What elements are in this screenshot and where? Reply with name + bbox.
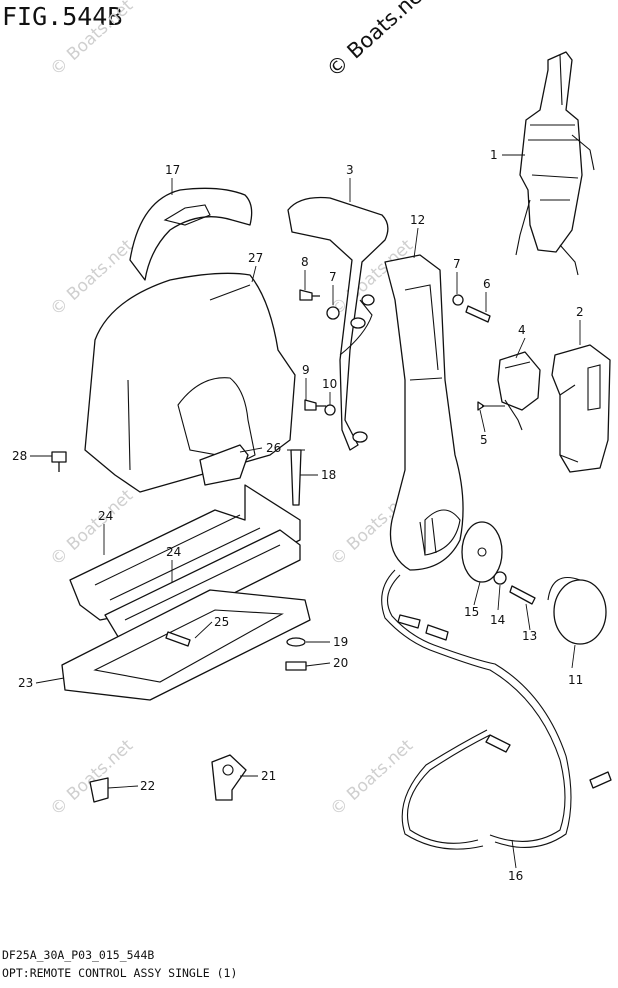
callout-7b: 7 bbox=[329, 270, 337, 284]
part-base-frame-a[interactable] bbox=[69, 484, 301, 621]
part-nut-20[interactable] bbox=[285, 661, 307, 671]
callout-19: 19 bbox=[333, 635, 348, 649]
part-remote-control-box[interactable] bbox=[515, 51, 595, 276]
callout-2: 2 bbox=[576, 305, 584, 319]
callout-24a: 24 bbox=[98, 509, 113, 523]
callout-27: 27 bbox=[248, 251, 263, 265]
footer-code: DF25A_30A_P03_015_544B bbox=[2, 948, 155, 962]
callout-5: 5 bbox=[480, 433, 488, 447]
callout-7a: 7 bbox=[453, 257, 461, 271]
part-screw-6[interactable] bbox=[465, 305, 491, 323]
part-top-cover[interactable] bbox=[129, 187, 253, 281]
callout-16: 16 bbox=[508, 869, 523, 883]
callout-21: 21 bbox=[261, 769, 276, 783]
callout-25: 25 bbox=[214, 615, 229, 629]
part-screw-5[interactable] bbox=[477, 401, 505, 411]
part-switch[interactable] bbox=[497, 351, 541, 431]
callout-11: 11 bbox=[568, 673, 583, 687]
callout-6: 6 bbox=[483, 277, 491, 291]
callout-22: 22 bbox=[140, 779, 155, 793]
callout-labels: 1 2 3 4 5 6 7 7 8 9 10 11 12 13 14 15 16… bbox=[12, 148, 584, 883]
callout-26: 26 bbox=[266, 441, 281, 455]
callout-1: 1 bbox=[490, 148, 498, 162]
part-bolt-8[interactable] bbox=[299, 289, 320, 301]
part-washer-19[interactable] bbox=[286, 637, 306, 647]
part-grip[interactable] bbox=[551, 344, 611, 473]
part-clip-21[interactable] bbox=[211, 754, 247, 801]
part-washer-10[interactable] bbox=[324, 404, 336, 416]
callout-10: 10 bbox=[322, 377, 337, 391]
callout-3: 3 bbox=[346, 163, 354, 177]
figure-title: FIG.544B bbox=[2, 2, 123, 31]
part-cover-plate[interactable] bbox=[287, 196, 389, 451]
callout-15: 15 bbox=[464, 605, 479, 619]
part-lever-arm[interactable] bbox=[384, 254, 464, 571]
part-washer-14[interactable] bbox=[493, 571, 507, 585]
part-bolt-13[interactable] bbox=[509, 585, 536, 605]
callout-17: 17 bbox=[165, 163, 180, 177]
part-washer-7b[interactable] bbox=[326, 306, 340, 320]
callout-13: 13 bbox=[522, 629, 537, 643]
part-cap-11[interactable] bbox=[547, 576, 607, 645]
leader-lines bbox=[30, 154, 581, 869]
callout-12: 12 bbox=[410, 213, 425, 227]
callout-18: 18 bbox=[321, 468, 336, 482]
callout-28: 28 bbox=[12, 449, 27, 463]
part-bolt-18[interactable] bbox=[287, 449, 305, 506]
part-bracket-26[interactable] bbox=[199, 444, 249, 486]
callout-20: 20 bbox=[333, 656, 348, 670]
part-screw-25[interactable] bbox=[165, 631, 191, 647]
part-screw-28[interactable] bbox=[51, 451, 67, 472]
part-plate-15[interactable] bbox=[461, 521, 503, 583]
callout-23: 23 bbox=[18, 676, 33, 690]
callout-4: 4 bbox=[518, 323, 526, 337]
part-clamp-22[interactable] bbox=[89, 777, 109, 803]
footer-description: OPT:REMOTE CONTROL ASSY SINGLE (1) bbox=[2, 966, 238, 980]
part-washer-7a[interactable] bbox=[452, 294, 464, 306]
part-harness[interactable] bbox=[381, 569, 612, 850]
callout-14: 14 bbox=[490, 613, 505, 627]
part-bolt-9[interactable] bbox=[304, 399, 326, 411]
part-housing[interactable] bbox=[84, 272, 296, 493]
callout-9: 9 bbox=[302, 363, 310, 377]
callout-24b: 24 bbox=[166, 545, 181, 559]
callout-8: 8 bbox=[301, 255, 309, 269]
